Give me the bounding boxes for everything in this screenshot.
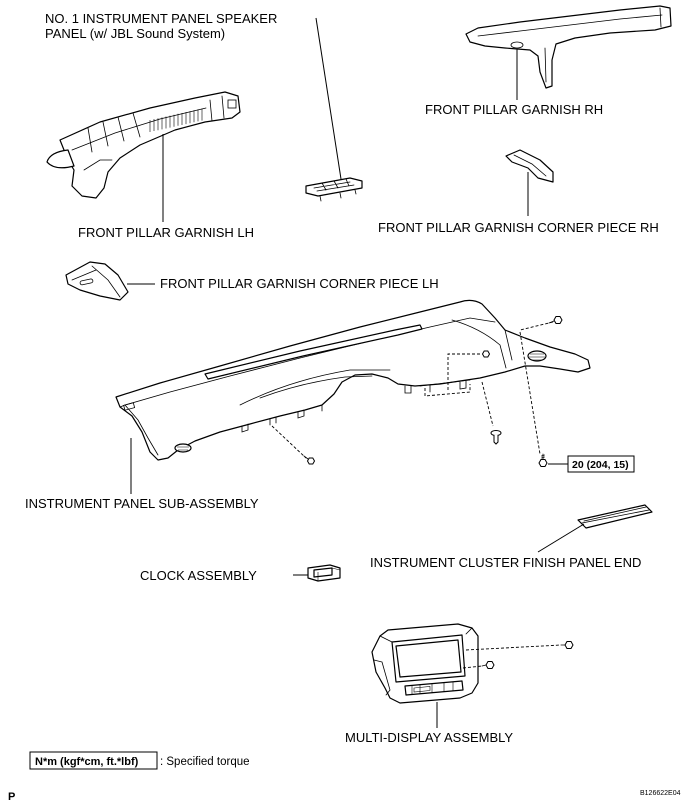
clock-assembly-edge xyxy=(317,567,341,581)
multi-display-screw-right-head xyxy=(564,641,574,649)
dashed-line-clip-lower-right xyxy=(481,381,494,427)
front-pillar-garnish-rh-clip xyxy=(510,41,524,49)
speaker-panel-label-line2: PANEL (w/ JBL Sound System) xyxy=(45,26,225,41)
multi-display-assembly-part xyxy=(371,623,479,704)
multi-display-label: MULTI-DISPLAY ASSEMBLY xyxy=(345,730,513,745)
front-pillar-garnish-lh-ribs xyxy=(71,95,225,171)
section-code: P xyxy=(8,791,15,803)
front-pillar-garnish-lh-clip xyxy=(227,99,237,109)
torque-value: 20 (204, 15) xyxy=(572,459,629,471)
front-pillar-garnish-lh-outline xyxy=(59,91,241,199)
bolt-upper-right-head xyxy=(553,316,563,324)
corner-piece-lh-hole xyxy=(79,278,94,286)
screw-lower-left-head xyxy=(306,457,316,465)
clip-lower-right-stem xyxy=(493,435,499,445)
corner-piece-rh-part xyxy=(505,149,554,183)
cluster-finish-panel-end-leader xyxy=(537,523,585,553)
clip-lower-right xyxy=(490,430,502,445)
dashed-line-screw-lower-left xyxy=(271,425,307,459)
corner-piece-lh-contour xyxy=(71,265,121,298)
front-pillar-garnish-rh-contour xyxy=(477,7,663,83)
clock-assembly-display xyxy=(313,567,333,578)
corner-piece-rh-contour xyxy=(513,154,547,177)
speaker-panel-slots xyxy=(313,178,355,192)
dashed-line-multi-display-screw-right xyxy=(465,644,562,651)
legend-unit-text: N*m (kgf*cm, ft.*lbf) xyxy=(35,756,139,768)
dashed-line-bolt-upper-right xyxy=(519,321,554,331)
instrument-panel-label: INSTRUMENT PANEL SUB-ASSEMBLY xyxy=(25,496,259,511)
front-pillar-garnish-lh-grille xyxy=(149,108,203,132)
speaker-panel-leader xyxy=(315,17,342,180)
corner-piece-rh-label: FRONT PILLAR GARNISH CORNER PIECE RH xyxy=(378,220,659,235)
front-pillar-garnish-rh-label: FRONT PILLAR GARNISH RH xyxy=(425,102,603,117)
torque-legend: N*m (kgf*cm, ft.*lbf) : Specified torque xyxy=(29,751,250,770)
speaker-panel-part xyxy=(305,177,363,202)
instrument-panel-hidden-bracket xyxy=(424,384,471,397)
screw-center-right xyxy=(481,350,491,358)
multi-display-bracket xyxy=(373,627,473,696)
instrument-panel-cluster-hood xyxy=(239,369,391,406)
corner-piece-lh-part xyxy=(65,261,129,301)
front-pillar-garnish-rh-part xyxy=(465,5,672,89)
legend-description: : Specified torque xyxy=(160,756,250,768)
multi-display-buttons xyxy=(411,681,454,694)
front-pillar-garnish-lh-part xyxy=(46,91,241,199)
cluster-finish-panel-end-label: INSTRUMENT CLUSTER FINISH PANEL END xyxy=(370,555,641,570)
right-vent-louvers xyxy=(529,353,545,361)
speaker-panel-clips xyxy=(319,189,357,202)
multi-display-screw-center-shank xyxy=(481,664,487,667)
instrument-panel-defroster-slot xyxy=(204,324,423,380)
multi-display-screw-center-head xyxy=(485,661,495,669)
cluster-finish-panel-end-part xyxy=(577,504,653,529)
left-vent-louvers xyxy=(177,446,189,451)
front-pillar-garnish-rh-outline xyxy=(465,5,672,89)
instrument-panel-outline xyxy=(115,299,591,461)
left-vent-ellipse xyxy=(174,443,192,453)
front-pillar-garnish-lh-tab xyxy=(46,149,75,169)
instrument-panel-right-recess xyxy=(451,319,513,369)
instrument-panel-left-vent xyxy=(174,443,192,453)
clip-lower-right-head xyxy=(490,430,502,436)
torque-value-box xyxy=(567,455,635,473)
corner-piece-rh-outline xyxy=(505,149,554,183)
legend-unit-box xyxy=(29,751,158,770)
instrument-panel-part xyxy=(115,299,591,461)
instrument-panel-clip-tabs xyxy=(241,379,471,433)
multi-display-screw-center xyxy=(481,661,495,669)
front-pillar-garnish-lh-label: FRONT PILLAR GARNISH LH xyxy=(78,225,254,240)
clock-assembly-label: CLOCK ASSEMBLY xyxy=(140,568,257,583)
clock-assembly-part xyxy=(307,564,341,582)
bolt-torque xyxy=(538,453,548,467)
dashed-line-multi-display-screw-center xyxy=(462,665,483,669)
instrument-panel-right-vent xyxy=(527,350,547,362)
instrument-panel-left-end-vent xyxy=(123,402,136,411)
corner-piece-lh-outline xyxy=(65,261,129,301)
figure-id: B126622E04 xyxy=(640,790,681,797)
multi-display-screen xyxy=(395,639,462,678)
dashed-line-screw-center-right xyxy=(447,353,482,390)
multi-display-screw-right xyxy=(560,641,574,649)
speaker-panel-label-line1: NO. 1 INSTRUMENT PANEL SPEAKER xyxy=(45,11,277,26)
bolt-torque-shank xyxy=(541,453,545,460)
cluster-finish-panel-end-bevel xyxy=(581,506,650,524)
screw-center-right-head xyxy=(481,350,491,358)
bolt-torque-head xyxy=(538,459,548,467)
corner-piece-lh-label: FRONT PILLAR GARNISH CORNER PIECE LH xyxy=(160,276,439,291)
right-vent-ellipse xyxy=(527,350,547,362)
dashed-line-bolt-torque xyxy=(519,331,541,455)
